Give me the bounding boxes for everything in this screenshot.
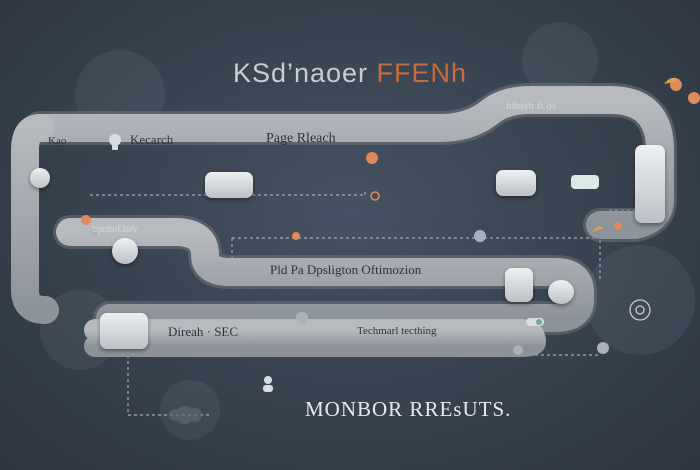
person-icon [263,376,273,392]
track-lower [84,319,546,357]
diagram-title: KSd’naoer FFENh [0,58,700,89]
top-track-left-label: Kecarch [130,132,174,147]
toggle-icon [526,318,544,326]
mid-track-label: Pld Pa Dpsligton Oftimozion [270,262,422,277]
bird-icon [664,77,680,84]
document-node [505,268,533,302]
lightbulb-icon [109,134,121,150]
monitor-node [496,170,536,196]
orange-ring-marker [370,191,380,201]
bird-icon-2 [592,226,604,232]
small-round-node [30,168,50,188]
footer-title: MONBOR RREsUTS. [305,397,512,421]
cloud-icon [169,406,202,424]
hand-device-node [100,313,148,349]
bottom-left-label: Direah · SEC [168,324,239,339]
chart-node [205,172,253,198]
bottom-track-label: Techmarl tecthing [357,325,437,337]
chat-bubble-icon [571,175,599,189]
round-node [548,280,574,304]
server-node [635,145,665,223]
title-part-2: FFENh [376,58,468,88]
top-track-right-label: Page Rleach [266,131,336,146]
target-node [112,238,138,264]
top-left-tab-label: Kao [48,135,67,147]
orange-markers [81,79,700,240]
top-right-label: biberb fi os [506,100,557,112]
mid-left-tab-label: bpohoEhev [92,224,138,235]
title-part-1: KSd’naoer [232,58,369,88]
gear-icon [629,299,651,321]
grey-markers [91,228,609,355]
track-left [11,114,59,324]
